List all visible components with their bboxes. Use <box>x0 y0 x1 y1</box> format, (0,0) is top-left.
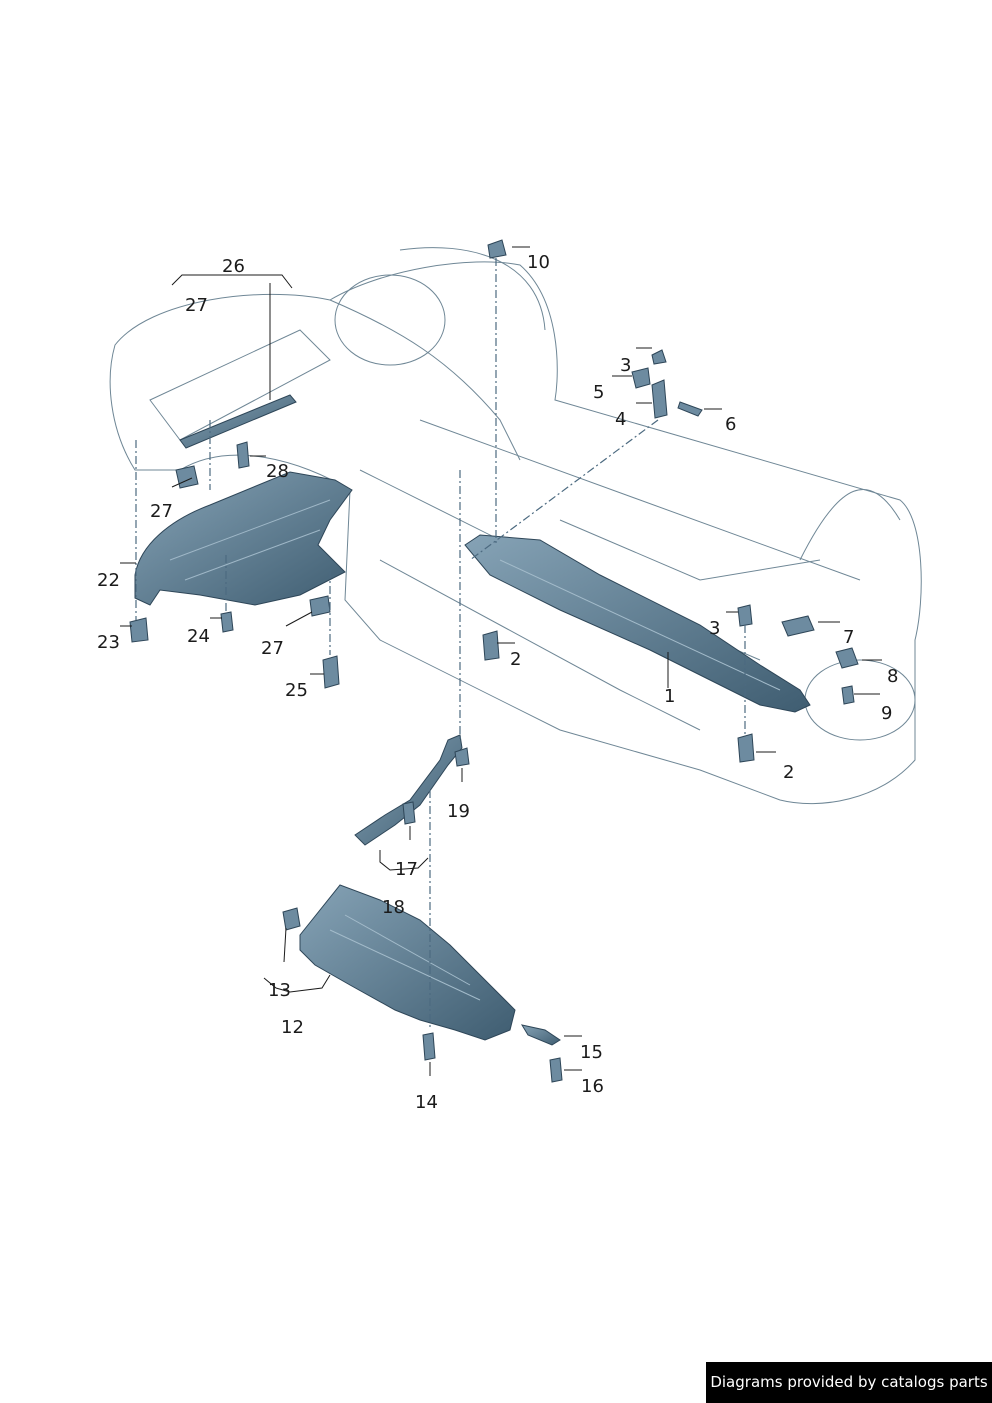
assembly-lines <box>135 258 746 1030</box>
callout-2: 2 <box>783 762 794 783</box>
callout-7: 7 <box>843 627 854 648</box>
callout-22: 22 <box>97 570 120 591</box>
callout-14: 14 <box>415 1092 438 1113</box>
callout-10: 10 <box>527 252 550 273</box>
callout-26: 26 <box>222 256 245 277</box>
callout-3: 3 <box>709 618 720 639</box>
callout-16: 16 <box>581 1076 604 1097</box>
callout-28: 28 <box>266 461 289 482</box>
callout-3: 3 <box>620 355 631 376</box>
callout-18: 18 <box>382 897 405 918</box>
callout-27: 27 <box>150 501 173 522</box>
callout-4: 4 <box>615 409 626 430</box>
callout-27: 27 <box>185 295 208 316</box>
callout-9: 9 <box>881 703 892 724</box>
part-26-front-rail <box>179 394 297 449</box>
callout-1: 1 <box>664 686 675 707</box>
fasteners <box>129 239 859 1083</box>
vehicle-underbody <box>109 247 922 805</box>
callout-8: 8 <box>887 666 898 687</box>
callout-24: 24 <box>187 626 210 647</box>
credit-banner: Diagrams provided by catalogs parts <box>706 1362 992 1403</box>
callout-17: 17 <box>395 859 418 880</box>
callout-5: 5 <box>593 382 604 403</box>
part-1-center-underbody-panel <box>464 534 811 713</box>
callout-6: 6 <box>725 414 736 435</box>
callout-27: 27 <box>261 638 284 659</box>
callout-12: 12 <box>281 1017 304 1038</box>
callout-19: 19 <box>447 801 470 822</box>
callout-15: 15 <box>580 1042 603 1063</box>
part-17-brace <box>354 734 463 846</box>
leader-lines <box>120 246 882 1076</box>
part-12-rear-underbody-panel <box>299 884 561 1046</box>
callout-labels: 26 27 10 3 5 4 6 28 27 22 23 24 27 25 2 … <box>97 252 898 1113</box>
callout-2: 2 <box>510 649 521 670</box>
part-22-front-underbody-panel <box>134 471 353 606</box>
callout-25: 25 <box>285 680 308 701</box>
callout-13: 13 <box>268 980 291 1001</box>
callout-23: 23 <box>97 632 120 653</box>
